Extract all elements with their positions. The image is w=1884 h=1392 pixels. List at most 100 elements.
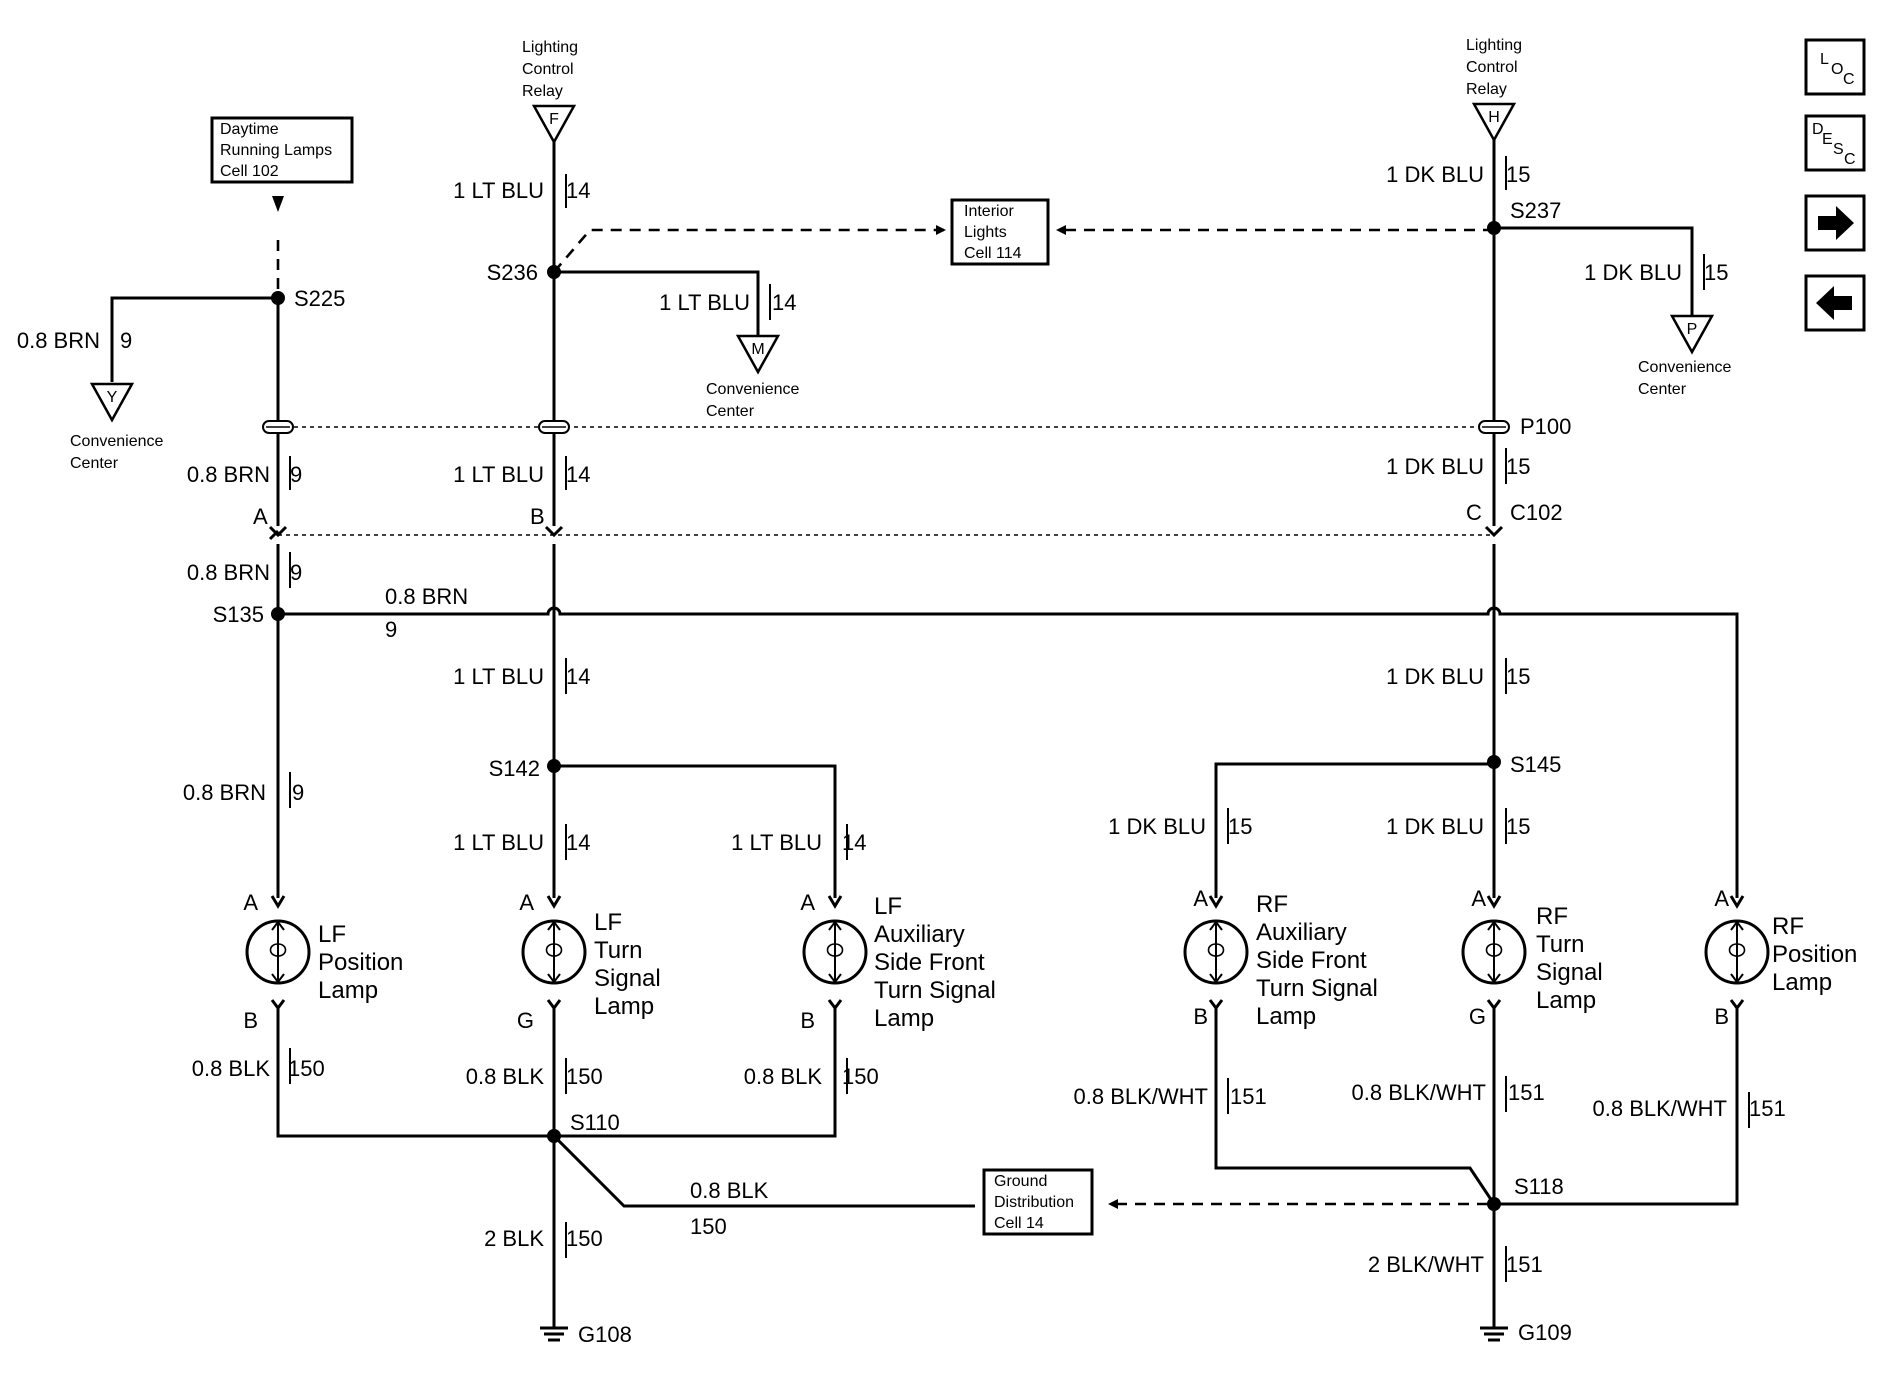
svg-text:Signal: Signal — [1536, 959, 1603, 986]
lamp-pin-a: A — [243, 890, 258, 915]
splice-dots — [271, 221, 1501, 1211]
ground-label: G109 — [1518, 1320, 1572, 1345]
wire-label: 0.8 BLK/WHT — [1074, 1084, 1208, 1109]
wire-number: 15 — [1704, 260, 1728, 285]
lamp-pin-a: A — [519, 890, 534, 915]
arrow-left-icon — [1816, 286, 1852, 320]
wire-label: 1 LT BLU — [453, 830, 544, 855]
wire-label: 1 DK BLU — [1386, 162, 1484, 187]
terminal-y: Y Convenience Center — [70, 382, 164, 472]
ref-box-interior-lights[interactable]: Interior Lights Cell 114 — [950, 198, 1050, 266]
wire-label: 1 LT BLU — [453, 664, 544, 689]
svg-text:Cell 14: Cell 14 — [994, 1215, 1044, 1232]
wire-ticks — [111, 156, 1750, 1282]
svg-text:D: D — [1812, 121, 1824, 138]
wire-label: 0.8 BLK/WHT — [1352, 1080, 1486, 1105]
svg-text:Convenience: Convenience — [1638, 359, 1732, 376]
splice-dot-s237 — [1487, 221, 1501, 235]
svg-text:Lights: Lights — [964, 224, 1007, 241]
svg-text:Distribution: Distribution — [994, 1194, 1074, 1211]
ground-g109: G109 — [1480, 1320, 1572, 1345]
svg-text:Side Front: Side Front — [874, 949, 985, 976]
splice-label-s236: S236 — [487, 260, 538, 285]
svg-text:Lighting: Lighting — [1466, 37, 1522, 54]
wire-number: 151 — [1506, 1252, 1543, 1277]
lamp-pin-a: A — [1193, 886, 1208, 911]
wire-label: 1 DK BLU — [1386, 814, 1484, 839]
ref-box-daytime-running-lamps[interactable]: Daytime Running Lamps Cell 102 — [210, 116, 354, 212]
wire-label: 1 DK BLU — [1584, 260, 1682, 285]
svg-text:Signal: Signal — [594, 965, 661, 992]
wire-number: 151 — [1749, 1096, 1786, 1121]
lamp-label: LF — [874, 893, 902, 920]
wire-number: 9 — [292, 780, 304, 805]
forward-button[interactable] — [1804, 194, 1866, 252]
lamp-pin-b: B — [1714, 1004, 1729, 1029]
svg-text:Cell 114: Cell 114 — [964, 245, 1022, 262]
svg-text:Control: Control — [522, 61, 574, 78]
connector-pin-a: A — [253, 504, 268, 529]
lamp-pin-b: B — [1193, 1004, 1208, 1029]
wire-label: 1 DK BLU — [1386, 664, 1484, 689]
svg-text:Side Front: Side Front — [1256, 947, 1367, 974]
lamp-label: RF — [1772, 913, 1804, 940]
lamp-lf-turn-signal: A G LF Turn Signal Lamp — [517, 890, 661, 1033]
wire-label: 1 LT BLU — [453, 462, 544, 487]
svg-text:Lamp: Lamp — [1256, 1003, 1316, 1030]
description-button[interactable]: D E S C — [1804, 114, 1866, 172]
svg-text:Convenience: Convenience — [706, 381, 800, 398]
arrow-right-icon — [1818, 206, 1854, 240]
terminal-p: P Convenience Center — [1638, 314, 1732, 398]
wire-label: 0.8 BLK — [192, 1056, 271, 1081]
wire-number: 15 — [1506, 664, 1530, 689]
wire-number: 9 — [120, 328, 132, 353]
location-button[interactable]: L O C — [1804, 38, 1866, 96]
svg-text:E: E — [1822, 131, 1833, 148]
wire-label: 0.8 BRN — [187, 462, 270, 487]
splice-label-s237: S237 — [1510, 198, 1561, 223]
lamp-pin-b: B — [800, 1008, 815, 1033]
splice-dot-s236 — [547, 265, 561, 279]
svg-text:Lamp: Lamp — [874, 1005, 934, 1032]
svg-text:Interior: Interior — [964, 203, 1014, 220]
lamp-label: RF — [1256, 891, 1288, 918]
svg-text:Daytime: Daytime — [220, 121, 279, 138]
svg-text:O: O — [1831, 61, 1843, 78]
wire-label: 1 DK BLU — [1386, 454, 1484, 479]
back-button[interactable] — [1804, 274, 1866, 332]
wire-number: 14 — [566, 462, 590, 487]
svg-text:Center: Center — [70, 455, 119, 472]
wire-number: 15 — [1228, 814, 1252, 839]
wire-number: 150 — [690, 1214, 727, 1239]
ref-box-ground-distribution[interactable]: Ground Distribution Cell 14 — [982, 1168, 1094, 1236]
wire-number: 14 — [842, 830, 866, 855]
svg-text:C: C — [1843, 71, 1855, 88]
wire-label: 0.8 BLK — [690, 1178, 769, 1203]
wire-label: 2 BLK — [484, 1226, 544, 1251]
lamp-pin-b: B — [243, 1008, 258, 1033]
svg-text:Lamp: Lamp — [594, 993, 654, 1020]
svg-text:Position: Position — [318, 949, 403, 976]
splice-label-s145: S145 — [1510, 752, 1561, 777]
svg-text:C: C — [1844, 151, 1856, 168]
svg-text:Convenience: Convenience — [70, 433, 164, 450]
lamp-label: LF — [318, 921, 346, 948]
splice-label-s135: S135 — [213, 602, 264, 627]
connector-pin-b: B — [530, 504, 545, 529]
splice-label-s110: S110 — [570, 1110, 620, 1135]
wire-number: 14 — [772, 290, 796, 315]
svg-text:Turn Signal: Turn Signal — [1256, 975, 1378, 1002]
svg-text:Auxiliary: Auxiliary — [1256, 919, 1347, 946]
wire-number: 9 — [385, 617, 397, 642]
wire-number: 14 — [566, 830, 590, 855]
wire-number: 14 — [566, 664, 590, 689]
splice-dot-s135 — [271, 607, 285, 621]
wire-number: 151 — [1230, 1084, 1267, 1109]
wire-label: 0.8 BRN — [183, 780, 266, 805]
lamp-rf-auxiliary-side-front-turn-signal: A B RF Auxiliary Side Front Turn Signal … — [1183, 886, 1378, 1030]
dashed-links — [276, 225, 1494, 1209]
svg-text:Relay: Relay — [1466, 81, 1507, 98]
lamp-lf-auxiliary-side-front-turn-signal: A B LF Auxiliary Side Front Turn Signal … — [800, 890, 996, 1033]
terminal-h: Lighting Control Relay H — [1466, 37, 1522, 143]
